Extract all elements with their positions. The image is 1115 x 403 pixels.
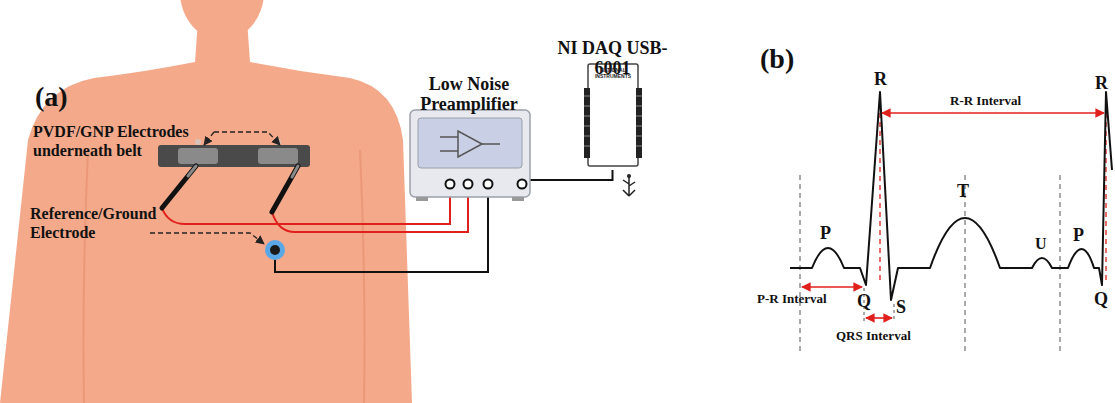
cable-connector xyxy=(533,170,613,180)
logo-text: NATIONAL INSTRUMENTS xyxy=(590,67,636,79)
wave-letter: P xyxy=(820,222,831,244)
wave-letter: P xyxy=(1073,224,1084,246)
panel-label: (a) xyxy=(35,80,68,114)
interval-label: QRS Interval xyxy=(836,328,911,344)
wave-letter: Q xyxy=(857,290,871,312)
ground-electrode xyxy=(265,240,285,260)
device-title: Low Noise Preamplifier xyxy=(405,74,533,114)
body-silhouette xyxy=(0,0,412,403)
interval-label: R-R Interval xyxy=(950,93,1021,109)
daq-node: NI DAQ USB-6001NATIONAL INSTRUMENTS xyxy=(540,35,685,170)
preamplifier-node: Low Noise Preamplifier xyxy=(405,70,533,198)
electrode-belt xyxy=(158,139,310,167)
leader-lines xyxy=(150,132,280,244)
ecg-waveform xyxy=(790,92,1112,355)
wave-letter: S xyxy=(896,296,906,318)
preamplifier-device xyxy=(410,110,530,201)
wave-letter: Q xyxy=(1094,288,1108,310)
wave-letter: R xyxy=(874,68,887,90)
panel-label: (b) xyxy=(760,42,794,76)
wave-letter: U xyxy=(1035,234,1047,253)
probe-pens xyxy=(162,166,298,212)
wave-letter: T xyxy=(957,180,969,202)
interval-label: P-R Interval xyxy=(757,291,827,307)
callout-label: PVDF/GNP Electrodes underneath belt xyxy=(33,122,211,160)
callout-label: Reference/Ground Electrode xyxy=(30,204,180,242)
wave-letter: R xyxy=(1095,72,1108,94)
